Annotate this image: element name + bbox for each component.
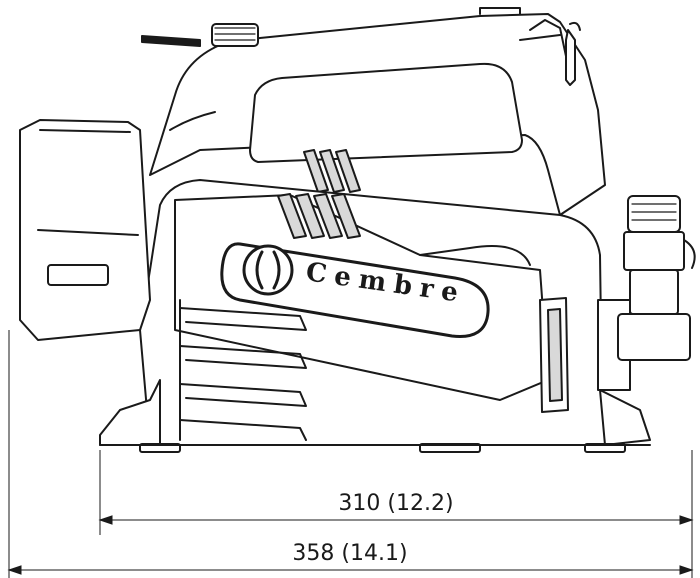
arrow-head-left (7, 565, 22, 575)
cembre-logo-icon (242, 244, 294, 296)
body-vents (277, 193, 361, 239)
base-feet (99, 379, 651, 453)
carry-handle (149, 13, 606, 216)
hydraulic-coupler (617, 195, 696, 361)
dimension-lines (7, 330, 694, 578)
handle-vents (303, 149, 361, 193)
arrow-head-left (98, 515, 113, 525)
pump-unit-drawing: Cembre (19, 7, 696, 453)
front-clamps (539, 297, 631, 413)
filler-cap (141, 7, 581, 86)
arrow-head-right (679, 515, 694, 525)
outer-width-label: 358 (14.1) (292, 541, 407, 566)
battery-pack (19, 119, 151, 341)
inner-width-label: 310 (12.2) (338, 491, 453, 516)
side-ribs (179, 299, 307, 441)
arrow-head-right (679, 565, 694, 575)
